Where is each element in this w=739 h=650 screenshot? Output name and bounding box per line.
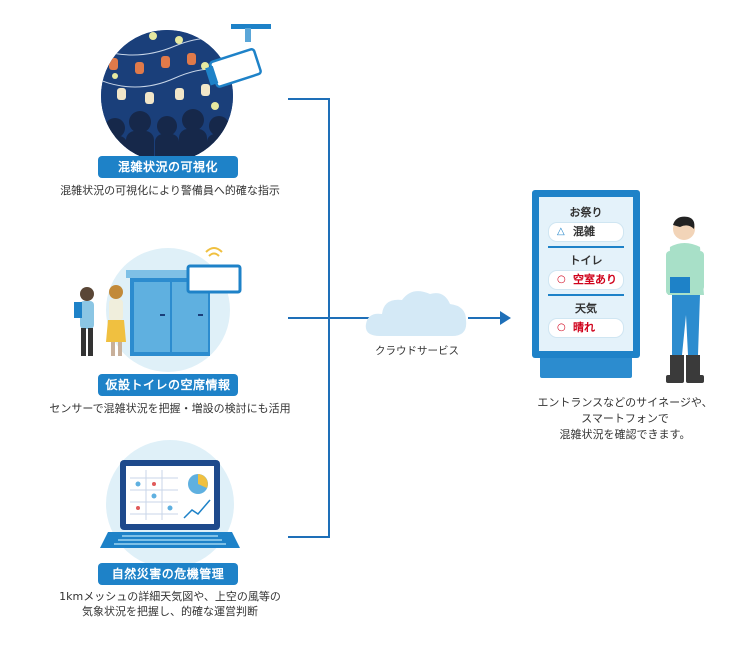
signage-status-text: 空室あり — [573, 273, 617, 286]
signage-status-text: 晴れ — [573, 321, 595, 334]
item-caption-disaster: 1kmメッシュの詳細天気図や、上空の風等の 気象状況を把握し、的確な運営判断 — [20, 589, 320, 619]
signage-heading-weather: 天気 — [575, 302, 597, 315]
signage-heading-toilet: トイレ — [569, 254, 603, 267]
cloud-icon — [362, 284, 472, 342]
triangle-icon: △ — [557, 226, 565, 237]
arrow-shaft — [468, 317, 502, 319]
crowd-illustration — [95, 18, 275, 168]
signage-divider-1 — [548, 246, 624, 248]
circle-icon: ○ — [557, 322, 566, 333]
signage-status-festival: △ 混雑 — [548, 222, 624, 242]
item-caption-crowd: 混雑状況の可視化により警備員へ的確な指示 — [60, 184, 280, 197]
result-caption-line1: エントランスなどのサイネージや、 — [537, 396, 713, 409]
item-caption-disaster-line2: 気象状況を把握し、的確な運営判断 — [82, 605, 258, 618]
connector-to-cloud — [329, 317, 373, 319]
arrow-head-icon — [500, 311, 511, 325]
laptop-illustration — [100, 436, 250, 571]
cloud-label: クラウドサービス — [375, 345, 459, 357]
item-caption-disaster-line1: 1kmメッシュの詳細天気図や、上空の風等の — [59, 590, 281, 603]
signage-status-weather: ○ 晴れ — [548, 318, 624, 338]
signage-status-text: 混雑 — [573, 225, 595, 238]
item-title-toilet: 仮設トイレの空席情報 — [98, 374, 238, 396]
signage-stand — [540, 358, 632, 378]
item-title-crowd: 混雑状況の可視化 — [98, 156, 238, 178]
connector-bottom — [288, 536, 329, 538]
signage-heading-festival: お祭り — [569, 206, 603, 219]
result-caption: エントランスなどのサイネージや、 スマートフォンで 混雑状況を確認できます。 — [520, 395, 730, 443]
signage-divider-2 — [548, 294, 624, 296]
signage-status-toilet: ○ 空室あり — [548, 270, 624, 290]
circle-icon: ○ — [557, 274, 566, 285]
toilet-illustration — [68, 238, 248, 373]
item-title-disaster: 自然災害の危機管理 — [98, 563, 238, 585]
connector-middle — [288, 317, 329, 319]
result-caption-line3: 混雑状況を確認できます。 — [559, 428, 691, 441]
person-illustration — [660, 215, 720, 387]
signage-display: お祭り △ 混雑 トイレ ○ 空室あり 天気 ○ 晴れ — [532, 190, 642, 380]
item-caption-toilet: センサーで混雑状況を把握・増設の検討にも活用 — [49, 402, 291, 415]
connector-top — [288, 98, 329, 100]
result-caption-line2: スマートフォンで — [581, 412, 669, 425]
